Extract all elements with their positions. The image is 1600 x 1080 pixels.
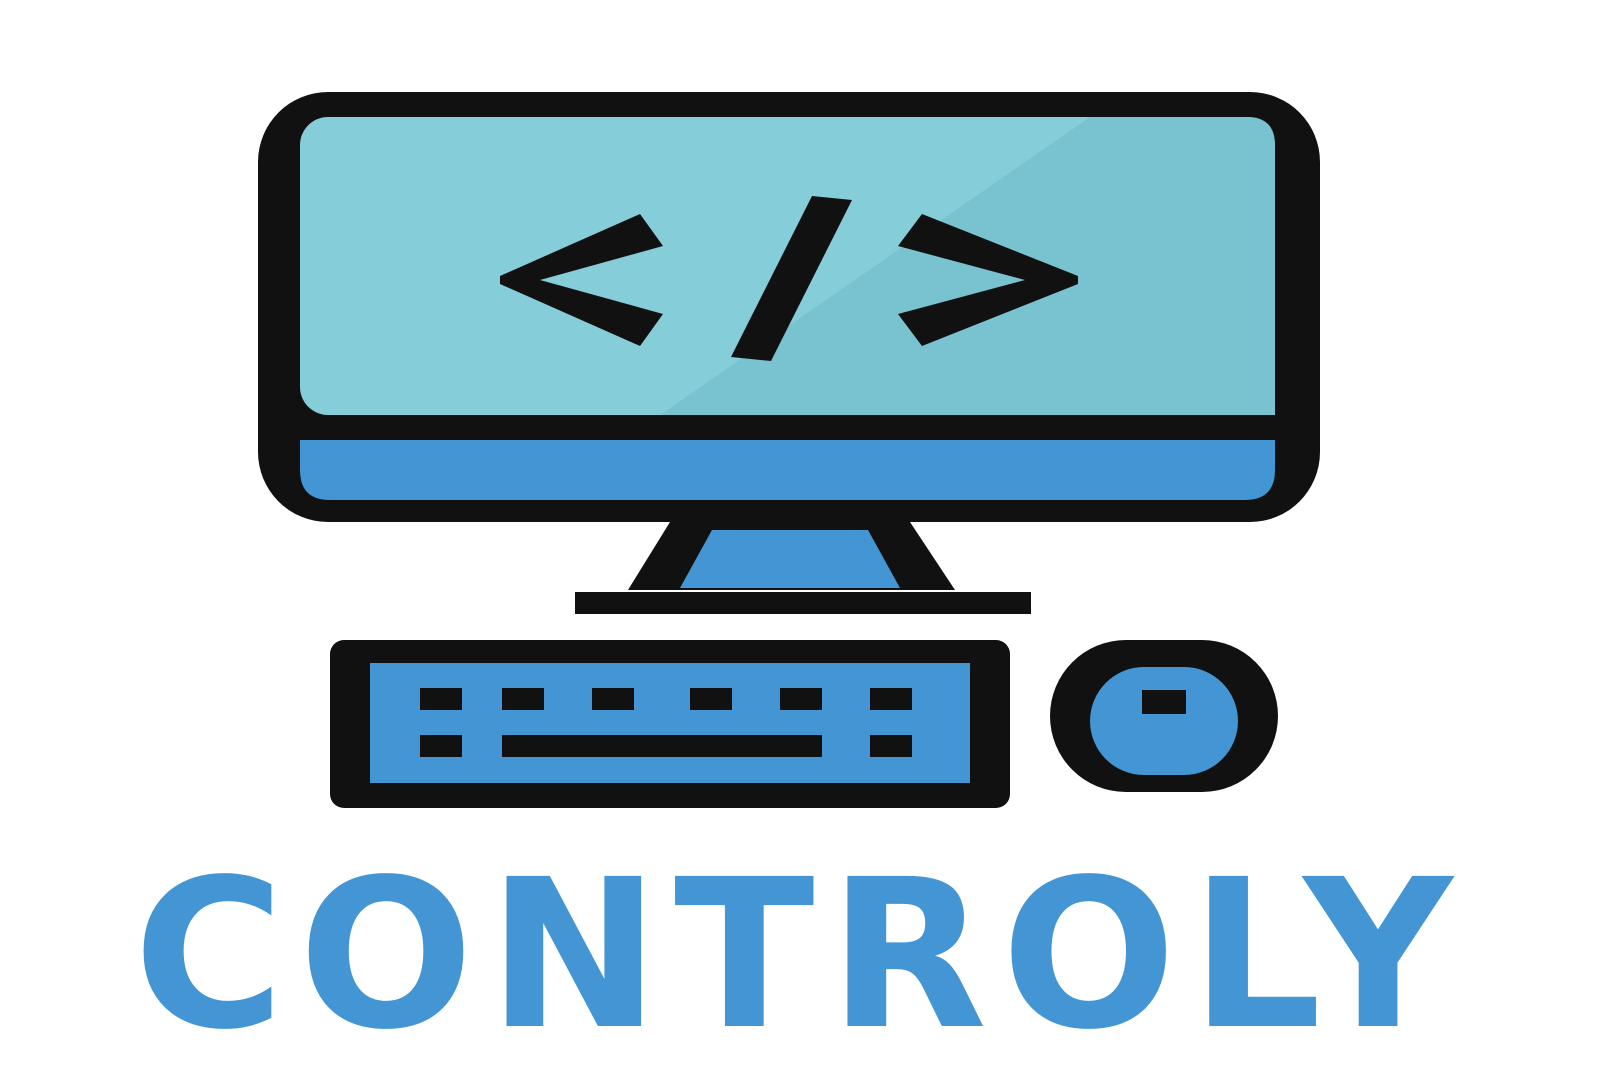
monitor-chin: [300, 440, 1275, 500]
screen-shade: [660, 117, 1275, 415]
keyboard-keys: [420, 688, 912, 757]
monitor-stand: [680, 530, 900, 588]
mouse-button: [1142, 690, 1186, 714]
mouse: [1090, 667, 1238, 775]
brand-wordmark: CONTROLY: [133, 835, 1467, 1075]
code-brackets-icon: [500, 196, 1078, 361]
monitor-stand-base: [575, 592, 1031, 614]
keyboard: [370, 663, 970, 783]
